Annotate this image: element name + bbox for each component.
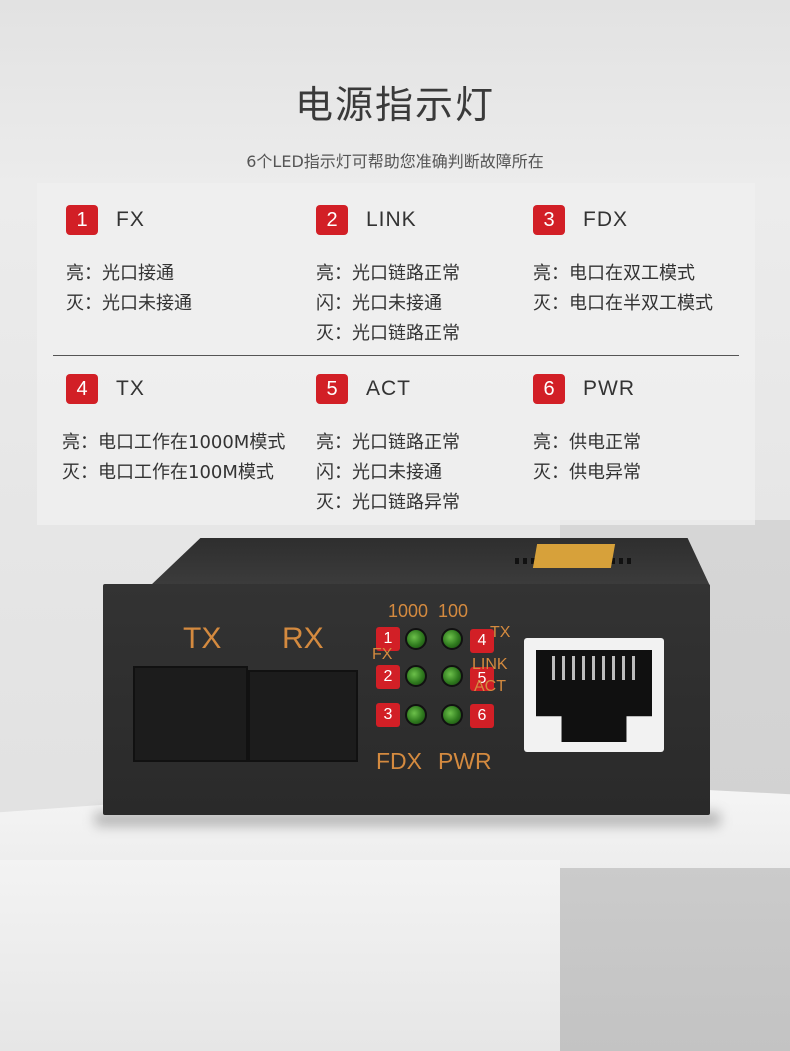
page-title: 电源指示灯	[294, 83, 495, 127]
led-indicator	[441, 704, 463, 726]
indicator-number-badge: 6	[533, 374, 565, 404]
led-number-badge: 1	[376, 627, 400, 651]
indicator-link: 2 LINK 亮：光口链路正常 闪：光口未接通 灭：光口链路正常	[316, 205, 460, 349]
led-number-badge: 2	[376, 665, 400, 689]
led-number-badge: 5	[470, 667, 494, 691]
led-label-link: LINK	[472, 656, 508, 673]
pedestal-front	[0, 860, 560, 1051]
indicator-name: TX	[116, 377, 145, 400]
indicator-number-badge: 1	[66, 205, 98, 235]
device-top	[150, 538, 710, 586]
rj45-ethernet-port	[524, 638, 664, 752]
indicator-desc: 灭：光口链路正常	[316, 323, 460, 344]
indicator-desc: 亮：电口在双工模式	[533, 263, 695, 284]
indicator-number-badge: 3	[533, 205, 565, 235]
panel-divider	[53, 355, 739, 356]
led-number-badge: 4	[470, 629, 494, 653]
indicator-desc: 灭：电口工作在100M模式	[62, 462, 274, 483]
indicator-name: FX	[116, 208, 145, 231]
led-label-fx: FX	[372, 646, 393, 663]
indicator-pwr: 6 PWR 亮：供电正常 灭：供电异常	[533, 374, 641, 488]
indicator-desc: 亮：光口链路正常	[316, 432, 460, 453]
indicator-desc: 灭：光口未接通	[66, 293, 192, 314]
indicator-number-badge: 5	[316, 374, 348, 404]
indicator-fx: 1 FX 亮：光口接通 灭：光口未接通	[66, 205, 192, 319]
led-indicator	[441, 665, 463, 687]
indicator-act: 5 ACT 亮：光口链路正常 闪：光口未接通 灭：光口链路异常	[316, 374, 460, 518]
indicator-fdx: 3 FDX 亮：电口在双工模式 灭：电口在半双工模式	[533, 205, 713, 319]
indicator-name: FDX	[583, 208, 628, 231]
indicator-desc: 亮：供电正常	[533, 432, 641, 453]
rj45-pins	[552, 656, 636, 680]
indicator-name: PWR	[583, 377, 635, 400]
led-indicator	[441, 628, 463, 650]
device-shadow	[95, 812, 720, 826]
indicator-tx: 4 TX 亮：电口工作在1000M模式 灭：电口工作在100M模式	[62, 374, 285, 488]
led-indicator	[405, 704, 427, 726]
indicator-desc: 亮：电口工作在1000M模式	[62, 432, 286, 453]
led-number-badge: 6	[470, 704, 494, 728]
indicator-desc: 亮：光口接通	[66, 263, 174, 284]
speed-label-100: 100	[438, 601, 469, 621]
port-label-tx: TX	[183, 622, 222, 655]
indicator-desc: 灭：电口在半双工模式	[533, 293, 713, 314]
indicator-desc: 闪：光口未接通	[316, 293, 442, 314]
page-subtitle: 6个LED指示灯可帮助您准确判断故障所在	[246, 152, 544, 171]
indicator-name: ACT	[366, 377, 411, 400]
led-label-fdx: FDX	[376, 748, 422, 774]
indicator-desc: 亮：光口链路正常	[316, 263, 460, 284]
speed-label-1000: 1000	[388, 601, 429, 621]
led-label-tx: TX	[490, 624, 511, 641]
fiber-port-tx	[133, 666, 248, 762]
indicator-desc: 灭：供电异常	[533, 462, 641, 483]
port-label-rx: RX	[282, 622, 324, 655]
indicator-number-badge: 4	[66, 374, 98, 404]
led-indicator	[405, 628, 427, 650]
indicator-desc: 灭：光口链路异常	[316, 492, 460, 513]
led-indicator	[405, 665, 427, 687]
fiber-port-rx	[248, 670, 358, 762]
indicator-desc: 闪：光口未接通	[316, 462, 442, 483]
indicator-panel	[37, 183, 755, 525]
led-label-pwr: PWR	[438, 748, 492, 774]
device-sticker	[532, 544, 616, 568]
indicator-name: LINK	[366, 208, 417, 231]
led-number-badge: 3	[376, 703, 400, 727]
indicator-number-badge: 2	[316, 205, 348, 235]
led-label-act: ACT	[474, 678, 506, 695]
